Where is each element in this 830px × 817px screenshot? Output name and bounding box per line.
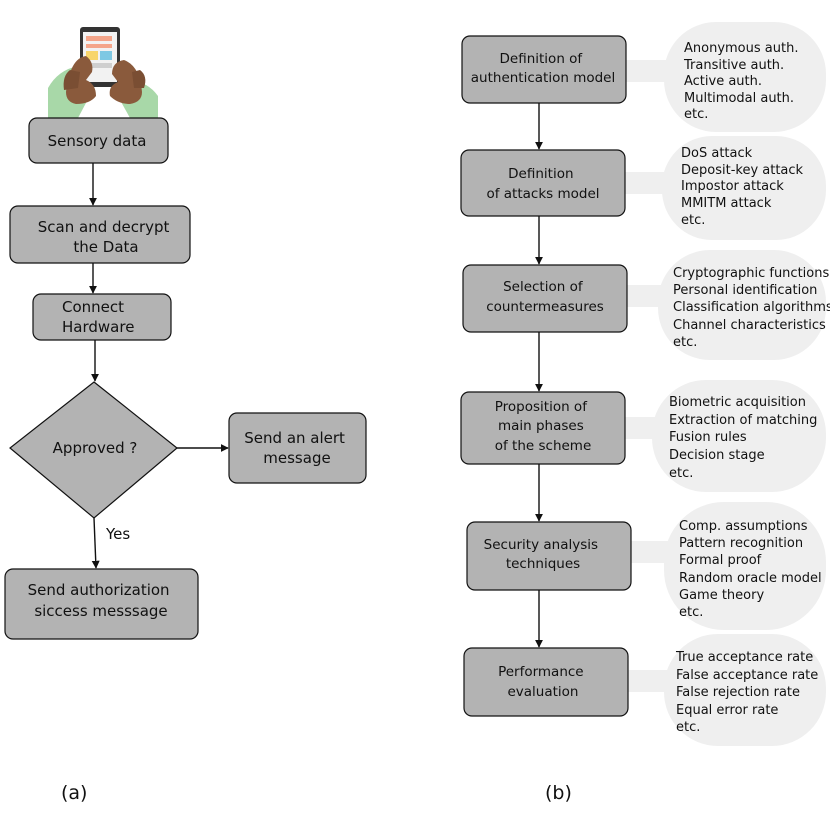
stage-performance: Performance evaluation True acceptance r… bbox=[463, 634, 826, 746]
caption-b: (b) bbox=[545, 782, 572, 804]
arrow-decision-to-success bbox=[91, 517, 100, 569]
connect-hardware-box: Connect Hardware bbox=[32, 293, 172, 341]
stage-attacks-model: Definition of attacks model DoS attack D… bbox=[460, 136, 826, 240]
stage-6-title: Performance evaluation bbox=[498, 664, 588, 700]
alert-message-box: Send an alert message bbox=[228, 412, 367, 484]
stage-5-title: Security analysis techniques bbox=[484, 537, 603, 572]
panel-a: Sensory data Scan and decrypt the Data C… bbox=[4, 27, 367, 804]
scan-decrypt-label: Scan and decrypt the Data bbox=[38, 218, 174, 256]
alert-message-label: Send an alert message bbox=[244, 429, 349, 467]
stage-4-title: Proposition of main phases of the scheme bbox=[495, 399, 592, 454]
approved-decision-diamond: Approved ? bbox=[9, 381, 178, 519]
sensory-data-label: Sensory data bbox=[48, 132, 147, 150]
stage-main-phases: Proposition of main phases of the scheme… bbox=[460, 380, 826, 492]
panel-b: Definition of authentication model Anony… bbox=[460, 22, 830, 804]
stage-1-list: Anonymous auth. Transitive auth. Active … bbox=[683, 41, 803, 122]
connect-hardware-label: Connect Hardware bbox=[62, 298, 134, 336]
stage-3-title: Selection of countermeasures bbox=[486, 279, 604, 315]
authorization-success-label: Send authorization siccess messsage bbox=[28, 581, 175, 620]
stage-security-analysis: Security analysis techniques Comp. assum… bbox=[466, 502, 826, 630]
caption-a: (a) bbox=[61, 782, 87, 804]
hands-holding-smartphone-icon bbox=[48, 27, 158, 118]
authorization-success-box: Send authorization siccess messsage bbox=[4, 568, 199, 640]
stage-3-list: Cryptographic functions Personal identif… bbox=[673, 266, 830, 350]
yes-label: Yes bbox=[105, 525, 130, 543]
approved-decision-label: Approved ? bbox=[53, 439, 138, 457]
stage-4-list: Biometric acquisition Extraction of matc… bbox=[669, 395, 822, 481]
stage-1-title: Definition of authentication model bbox=[471, 51, 615, 86]
stage-2-list: DoS attack Deposit-key attack Impostor a… bbox=[681, 146, 807, 228]
stage-2-title: Definition of attacks model bbox=[486, 166, 599, 202]
scan-decrypt-box: Scan and decrypt the Data bbox=[9, 205, 191, 264]
stage-6-list: True acceptance rate False acceptance ra… bbox=[675, 650, 822, 735]
stage-authentication-model: Definition of authentication model Anony… bbox=[461, 22, 826, 132]
stage-countermeasures: Selection of countermeasures Cryptograph… bbox=[462, 250, 830, 360]
stage-5-list: Comp. assumptions Pattern recognition Fo… bbox=[679, 519, 826, 620]
sensory-data-box: Sensory data bbox=[28, 117, 169, 164]
